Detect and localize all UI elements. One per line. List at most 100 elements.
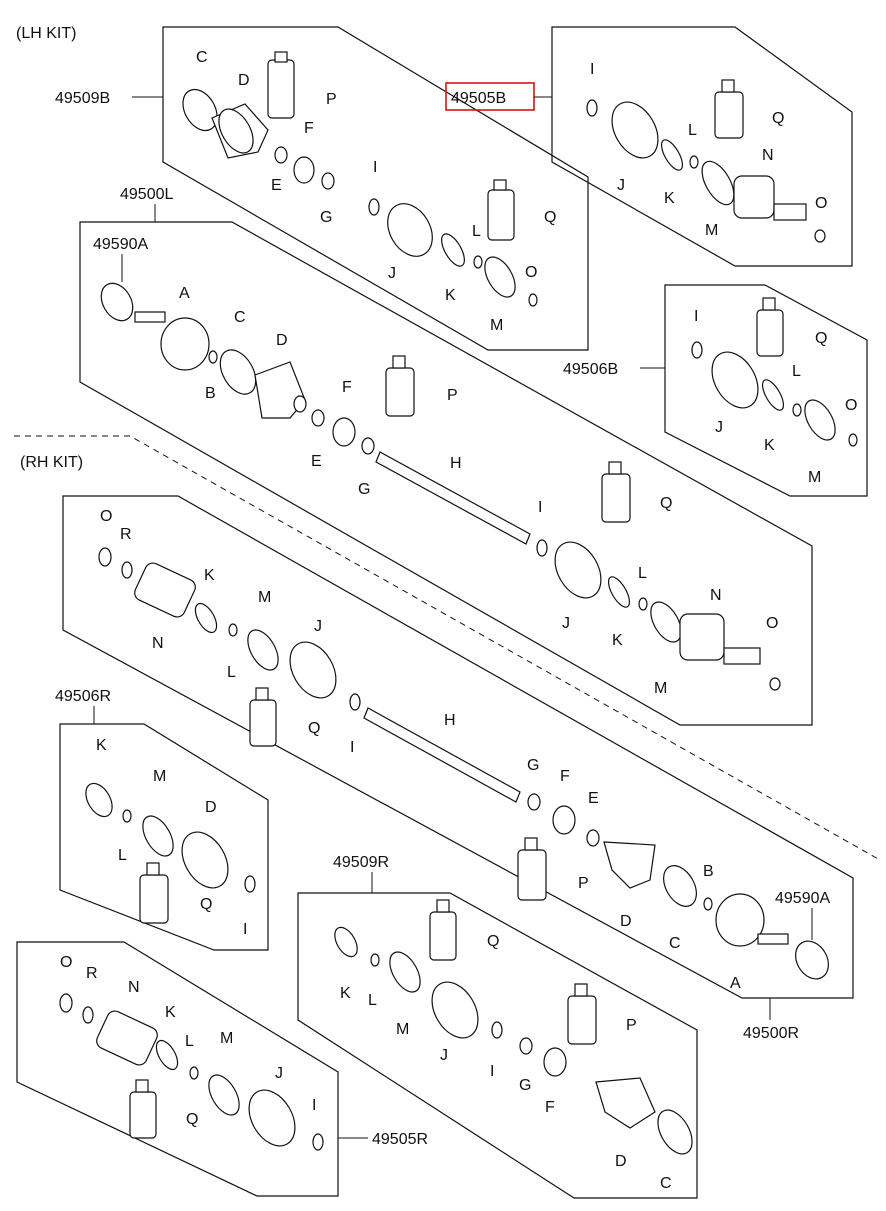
- part-label: I: [538, 499, 542, 516]
- part-label: I: [350, 739, 354, 756]
- part-label: L: [227, 664, 236, 681]
- callout-49505B[interactable]: 49505B: [451, 90, 506, 107]
- part-label: D: [238, 72, 250, 89]
- part-label: O: [100, 508, 112, 525]
- part-label: J: [617, 177, 625, 194]
- part-label: K: [165, 1004, 176, 1021]
- part-label: H: [444, 712, 456, 729]
- part-label: A: [179, 285, 190, 302]
- part-label: Q: [815, 330, 827, 347]
- part-label: C: [196, 49, 208, 66]
- part-label: G: [527, 757, 539, 774]
- part-label: Q: [200, 896, 212, 913]
- part-label: Q: [660, 495, 672, 512]
- part-label: M: [220, 1030, 233, 1047]
- callout-49590A-left: 49590A: [93, 236, 148, 253]
- part-label: C: [234, 309, 246, 326]
- part-label: J: [715, 419, 723, 436]
- part-label: I: [312, 1097, 316, 1114]
- part-label: N: [152, 635, 164, 652]
- part-label: G: [519, 1077, 531, 1094]
- part-label: K: [612, 632, 623, 649]
- part-label: Q: [308, 720, 320, 737]
- part-label: Q: [487, 933, 499, 950]
- part-label: F: [560, 768, 570, 785]
- box-49509B: [162, 26, 589, 351]
- part-label: I: [243, 921, 247, 938]
- part-label: K: [445, 287, 456, 304]
- box-49505B: [551, 26, 853, 267]
- parts-artwork: [59, 51, 858, 1155]
- callout-49506R: 49506R: [55, 688, 111, 705]
- box-49500R: [62, 495, 854, 999]
- callout-49500L: 49500L: [120, 186, 173, 203]
- part-label: C: [660, 1175, 672, 1192]
- kit-divider-line: [14, 435, 881, 861]
- box-49509R: [297, 892, 698, 1199]
- part-label: M: [396, 1021, 409, 1038]
- box-49505R: [16, 941, 339, 1197]
- part-label: A: [730, 975, 741, 992]
- part-label: G: [358, 481, 370, 498]
- part-label: L: [792, 363, 801, 380]
- part-label: M: [258, 589, 271, 606]
- part-label: M: [153, 768, 166, 785]
- part-label: K: [664, 190, 675, 207]
- lh-kit-label: (LH KIT): [16, 25, 76, 42]
- part-label: J: [440, 1047, 448, 1064]
- part-label: J: [314, 618, 322, 635]
- part-label: O: [815, 195, 827, 212]
- part-label: L: [638, 565, 647, 582]
- part-label: B: [205, 385, 216, 402]
- part-label: Q: [544, 209, 556, 226]
- rh-kit-label: (RH KIT): [20, 454, 83, 471]
- callout-49590A-right: 49590A: [775, 890, 830, 907]
- part-label: D: [205, 799, 217, 816]
- part-label: J: [562, 615, 570, 632]
- part-label: P: [578, 875, 589, 892]
- part-label: R: [86, 965, 98, 982]
- part-label: H: [450, 455, 462, 472]
- part-label: I: [373, 159, 377, 176]
- part-label: J: [275, 1065, 283, 1082]
- callout-49509R: 49509R: [333, 854, 389, 871]
- part-label: N: [710, 587, 722, 604]
- part-label: M: [705, 222, 718, 239]
- part-label: P: [326, 91, 337, 108]
- part-label: E: [271, 177, 282, 194]
- callout-49509B: 49509B: [55, 90, 110, 107]
- callout-49505R: 49505R: [372, 1131, 428, 1148]
- part-label: F: [342, 379, 352, 396]
- part-label: M: [490, 317, 503, 334]
- callout-49500R: 49500R: [743, 1025, 799, 1042]
- box-49506R: [59, 723, 269, 951]
- part-label: I: [694, 308, 698, 325]
- part-label: O: [60, 954, 72, 971]
- part-label: G: [320, 209, 332, 226]
- part-label: Q: [186, 1111, 198, 1128]
- part-label: F: [304, 120, 314, 137]
- part-label: L: [118, 847, 127, 864]
- part-label: N: [128, 979, 140, 996]
- box-49500L: [79, 221, 813, 726]
- part-label: K: [204, 567, 215, 584]
- part-label: M: [808, 469, 821, 486]
- part-label: N: [762, 147, 774, 164]
- box-49506B: [664, 284, 868, 497]
- part-label: I: [590, 61, 594, 78]
- part-label: D: [276, 332, 288, 349]
- part-label: L: [688, 122, 697, 139]
- part-label: D: [615, 1153, 627, 1170]
- part-label: R: [120, 526, 132, 543]
- part-label: O: [766, 615, 778, 632]
- part-label: O: [845, 397, 857, 414]
- callout-49506B: 49506B: [563, 361, 618, 378]
- part-label: K: [340, 985, 351, 1002]
- part-label: M: [654, 680, 667, 697]
- part-label: Q: [772, 110, 784, 127]
- part-label: K: [96, 737, 107, 754]
- part-label: D: [620, 913, 632, 930]
- part-label: P: [447, 387, 458, 404]
- part-label: L: [472, 223, 481, 240]
